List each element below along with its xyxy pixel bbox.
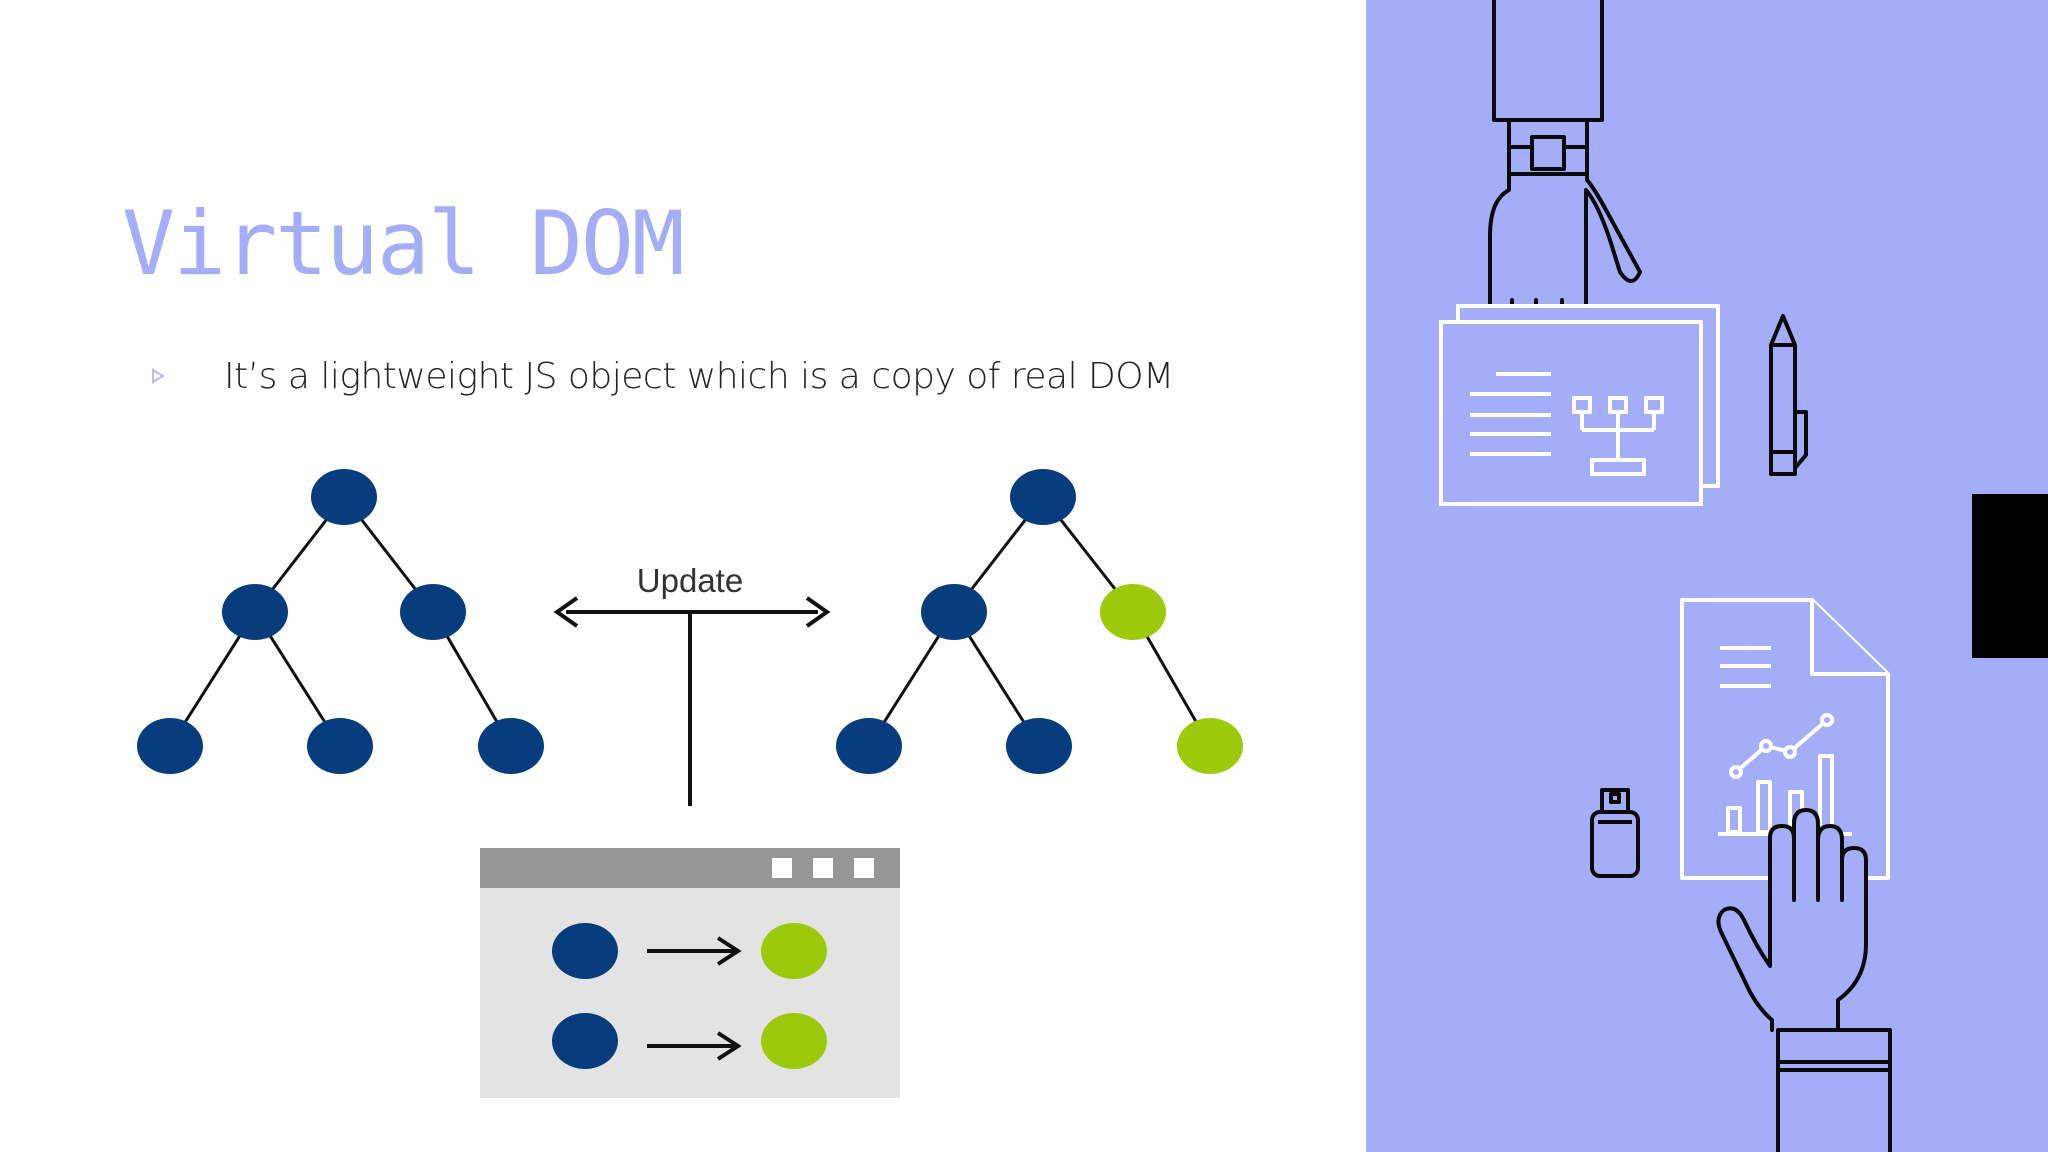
panel-illustration xyxy=(1439,0,1892,1152)
tree-node xyxy=(478,718,544,774)
pencil-icon xyxy=(1769,314,1808,476)
tree-node xyxy=(921,584,987,640)
chart-report-icon xyxy=(1680,598,1890,880)
tree-node xyxy=(307,718,373,774)
bullet-text: It’s a lightweight JS object which is a … xyxy=(224,356,1174,397)
tree-node xyxy=(222,584,288,640)
usb-drive-icon xyxy=(1590,788,1640,878)
tree-node xyxy=(137,718,203,774)
flowchart-document-icon xyxy=(1439,304,1720,506)
tree-node-changed xyxy=(1100,584,1166,640)
tree-node xyxy=(1010,469,1076,525)
update-label: Update xyxy=(636,562,744,599)
tree-node xyxy=(400,584,466,640)
update-arrow xyxy=(553,596,831,806)
bullet-triangle-icon xyxy=(152,368,165,384)
tree-node xyxy=(311,469,377,525)
slide-title: Virtual DOM xyxy=(122,192,685,295)
browser-window xyxy=(480,848,900,1098)
virtual-dom-diagram xyxy=(137,469,1243,1098)
tree-node xyxy=(1006,718,1072,774)
decorative-panel xyxy=(1366,0,2048,1152)
tree-node-changed xyxy=(1177,718,1243,774)
black-tab xyxy=(1972,494,2048,658)
hand-bottom-icon xyxy=(1716,808,1892,1152)
tree-node xyxy=(836,718,902,774)
